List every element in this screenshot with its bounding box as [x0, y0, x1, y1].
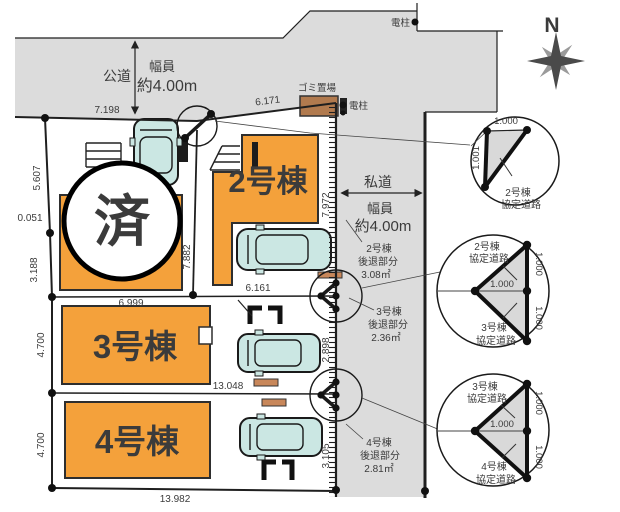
svg-text:3.08㎡: 3.08㎡ [361, 269, 390, 281]
svg-text:6.171: 6.171 [255, 94, 282, 108]
svg-text:協定道路: 協定道路 [501, 198, 541, 211]
setback-note-3: 3号棟 後退部分 2.36㎡ [368, 305, 408, 344]
svg-text:3.105: 3.105 [321, 443, 332, 468]
svg-text:後退部分: 後退部分 [360, 449, 400, 462]
svg-text:2.81㎡: 2.81㎡ [364, 463, 393, 475]
steps-icon [85, 142, 122, 168]
svg-text:6.161: 6.161 [245, 283, 270, 294]
svg-text:協定道路: 協定道路 [476, 334, 516, 347]
private-road-label: 私道 [364, 174, 392, 190]
detail-circle-1: 1.000 1.001 2号棟 協定道路 [470, 116, 560, 211]
svg-text:1.000: 1.000 [533, 252, 544, 276]
svg-text:協定道路: 協定道路 [469, 252, 509, 265]
svg-text:4号棟: 4号棟 [366, 436, 392, 449]
leader-lines [214, 120, 471, 440]
road-edges [15, 3, 503, 498]
svg-text:1.000: 1.000 [533, 306, 544, 330]
svg-text:6.999: 6.999 [118, 298, 143, 309]
svg-text:2号棟: 2号棟 [505, 186, 531, 199]
svg-text:協定道路: 協定道路 [467, 392, 507, 405]
building-4-label: 4号棟 [95, 423, 180, 460]
svg-text:3号棟: 3号棟 [481, 321, 507, 334]
svg-text:4.700: 4.700 [36, 332, 47, 357]
svg-text:2.36㎡: 2.36㎡ [371, 332, 400, 344]
sold-badge: 済 [61, 160, 183, 282]
private-road-width-2: 約4.00m [355, 218, 412, 235]
svg-text:7.198: 7.198 [94, 105, 119, 116]
tan-bar [253, 378, 279, 387]
setback-note-2: 2号棟 後退部分 3.08㎡ [358, 242, 398, 281]
setback-note-4: 4号棟 後退部分 2.81㎡ [360, 436, 400, 475]
svg-text:7.972: 7.972 [321, 192, 332, 217]
svg-text:2.898: 2.898 [321, 337, 332, 362]
svg-text:1.000: 1.000 [533, 445, 544, 469]
measurements: 7.198 6.171 5.607 0.051 3.188 7.882 7.97… [17, 94, 332, 505]
svg-text:4.700: 4.700 [36, 432, 47, 457]
public-road-width-2: 約4.00m [137, 77, 197, 95]
hatched-boundary [329, 103, 338, 497]
svg-text:2号棟: 2号棟 [474, 240, 500, 253]
porch-structure [178, 138, 188, 162]
car-icon [237, 329, 321, 377]
svg-text:1.001: 1.001 [471, 146, 482, 170]
entrance-structure [261, 459, 295, 480]
car-icon [236, 224, 332, 275]
svg-text:N: N [544, 14, 559, 37]
public-road-width-1: 幅員 [149, 59, 175, 74]
svg-text:後退部分: 後退部分 [368, 318, 408, 331]
entrance-line [237, 299, 253, 317]
road-surface [15, 11, 497, 497]
garbage-label: ゴミ置場 [298, 82, 337, 94]
svg-text:3.188: 3.188 [29, 257, 40, 282]
svg-text:13.982: 13.982 [160, 494, 191, 505]
svg-text:3号棟: 3号棟 [376, 305, 402, 318]
svg-text:1.000: 1.000 [490, 419, 514, 430]
private-road-width-1: 幅員 [367, 201, 393, 216]
svg-text:13.048: 13.048 [213, 381, 244, 392]
compass-north-icon: N [527, 14, 585, 90]
tan-bar [261, 398, 287, 407]
porch-structure [252, 142, 258, 168]
building-2 [212, 134, 319, 286]
svg-text:4号棟: 4号棟 [481, 460, 507, 473]
svg-text:2号棟: 2号棟 [366, 242, 392, 255]
svg-text:後退部分: 後退部分 [358, 255, 398, 268]
svg-text:1.000: 1.000 [533, 391, 544, 415]
detail-circle-3: 1.000 1.000 1.000 3号棟 協定道路 4号棟 協定道路 [436, 373, 550, 487]
steps-icon [209, 145, 240, 171]
entrance-structure [247, 305, 283, 324]
svg-text:1.000: 1.000 [490, 279, 514, 290]
svg-text:7.882: 7.882 [182, 244, 193, 269]
svg-text:協定道路: 協定道路 [476, 473, 516, 486]
building-3-label: 3号棟 [93, 328, 178, 365]
car-icon [239, 413, 323, 461]
svg-text:1.000: 1.000 [494, 116, 518, 127]
pole-top-label: 電柱 [391, 17, 411, 29]
public-road-label: 公道 [103, 68, 131, 84]
building-4 [64, 401, 211, 479]
building-2-label: 2号棟 [228, 164, 308, 199]
svg-text:3号棟: 3号棟 [472, 380, 498, 393]
building-3 [61, 305, 213, 385]
svg-text:0.051: 0.051 [17, 213, 42, 224]
svg-text:5.607: 5.607 [32, 165, 43, 190]
sold-label: 済 [94, 190, 151, 253]
pole-mid-label: 電柱 [349, 100, 369, 112]
detail-circle-2: 1.000 1.000 1.000 2号棟 協定道路 3号棟 協定道路 [436, 234, 550, 348]
boundary-points [41, 18, 429, 495]
